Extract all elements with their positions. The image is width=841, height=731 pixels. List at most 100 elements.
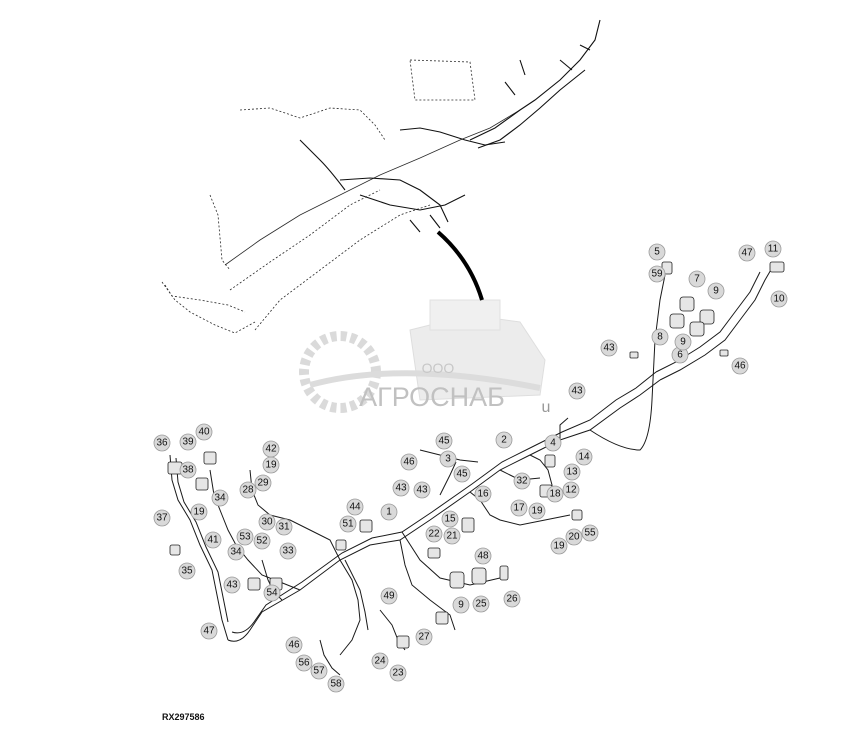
- svg-text:30: 30: [261, 517, 273, 528]
- svg-text:21: 21: [446, 531, 458, 542]
- svg-text:46: 46: [734, 361, 746, 372]
- svg-text:11: 11: [768, 244, 779, 255]
- svg-text:45: 45: [456, 469, 468, 480]
- callout-13: 13: [563, 463, 581, 481]
- callout-19-d: 19: [550, 537, 568, 555]
- figure-reference-code: RX297586: [162, 712, 205, 722]
- svg-text:47: 47: [741, 248, 753, 259]
- callout-5: 5: [648, 243, 666, 261]
- watermark-line2: АГРОСНАБ: [359, 382, 505, 412]
- callout-29: 29: [254, 474, 272, 492]
- svg-text:26: 26: [506, 594, 518, 605]
- svg-text:5: 5: [654, 247, 660, 258]
- svg-text:19: 19: [265, 460, 277, 471]
- callout-42: 42: [262, 440, 280, 458]
- callout-47-b: 47: [200, 622, 218, 640]
- svg-text:15: 15: [444, 514, 456, 525]
- svg-text:47: 47: [203, 626, 215, 637]
- svg-text:3: 3: [445, 454, 451, 465]
- callout-1: 1: [380, 503, 398, 521]
- svg-text:45: 45: [438, 436, 450, 447]
- callout-20: 20: [565, 528, 583, 546]
- callout-7: 7: [688, 270, 706, 288]
- callout-43-a: 43: [600, 339, 618, 357]
- svg-text:25: 25: [475, 599, 487, 610]
- svg-text:31: 31: [278, 522, 290, 533]
- callout-17: 17: [510, 499, 528, 517]
- svg-text:46: 46: [288, 640, 300, 651]
- svg-text:27: 27: [418, 632, 430, 643]
- svg-text:43: 43: [226, 580, 238, 591]
- callout-34-a: 34: [211, 489, 229, 507]
- overview-sketch: [161, 19, 601, 334]
- svg-text:20: 20: [568, 532, 580, 543]
- callout-59: 59: [648, 265, 666, 283]
- svg-text:22: 22: [428, 529, 440, 540]
- watermark-line1: ООО: [422, 360, 455, 376]
- callout-37: 37: [153, 509, 171, 527]
- callout-47-a: 47: [738, 244, 756, 262]
- svg-text:32: 32: [516, 476, 528, 487]
- svg-text:36: 36: [156, 438, 168, 449]
- svg-text:19: 19: [531, 506, 543, 517]
- svg-text:6: 6: [677, 350, 683, 361]
- callout-21: 21: [443, 527, 461, 545]
- svg-text:41: 41: [207, 535, 219, 546]
- callout-41: 41: [204, 531, 222, 549]
- svg-text:34: 34: [230, 547, 242, 558]
- svg-text:54: 54: [266, 588, 278, 599]
- callout-31: 31: [275, 518, 293, 536]
- callout-3: 3: [439, 450, 457, 468]
- callout-11: 11: [764, 240, 782, 258]
- svg-text:49: 49: [383, 591, 395, 602]
- callout-43-c: 43: [392, 479, 410, 497]
- svg-text:4: 4: [550, 438, 556, 449]
- svg-text:43: 43: [416, 485, 428, 496]
- callout-19-c: 19: [528, 502, 546, 520]
- svg-text:43: 43: [571, 386, 583, 397]
- callout-44: 44: [346, 498, 364, 516]
- callout-43-e: 43: [223, 576, 241, 594]
- callout-26: 26: [503, 590, 521, 608]
- callout-32: 32: [513, 472, 531, 490]
- svg-text:57: 57: [313, 666, 325, 677]
- svg-text:17: 17: [513, 503, 525, 514]
- detail-link-curve: [436, 230, 484, 301]
- svg-text:33: 33: [282, 546, 294, 557]
- svg-text:44: 44: [349, 502, 361, 513]
- svg-text:13: 13: [566, 467, 578, 478]
- callout-43-d: 43: [413, 481, 431, 499]
- callout-36: 36: [153, 434, 171, 452]
- svg-text:34: 34: [214, 493, 226, 504]
- callout-53: 53: [236, 528, 254, 546]
- callout-51: 51: [339, 515, 357, 533]
- svg-text:12: 12: [565, 485, 577, 496]
- callout-2: 2: [495, 431, 513, 449]
- callout-24: 24: [371, 652, 389, 670]
- callout-4: 4: [544, 434, 562, 452]
- svg-text:28: 28: [242, 485, 254, 496]
- svg-text:40: 40: [198, 427, 210, 438]
- callout-19-b: 19: [190, 503, 208, 521]
- callout-10: 10: [770, 290, 788, 308]
- callout-40: 40: [195, 423, 213, 441]
- svg-text:24: 24: [374, 656, 386, 667]
- callout-49: 49: [380, 587, 398, 605]
- svg-text:9: 9: [680, 337, 686, 348]
- svg-text:37: 37: [156, 513, 168, 524]
- svg-text:46: 46: [403, 457, 415, 468]
- svg-text:43: 43: [395, 483, 407, 494]
- callout-12: 12: [562, 481, 580, 499]
- callout-9-b: 9: [674, 333, 692, 351]
- svg-text:2: 2: [501, 435, 507, 446]
- svg-text:35: 35: [181, 566, 193, 577]
- svg-text:48: 48: [477, 551, 489, 562]
- callout-16: 16: [474, 485, 492, 503]
- callout-56: 56: [295, 654, 313, 672]
- callout-38: 38: [179, 461, 197, 479]
- callout-9-a: 9: [707, 282, 725, 300]
- callout-58: 58: [327, 675, 345, 693]
- callout-54: 54: [263, 584, 281, 602]
- callouts: 1 2 3 4 5 6 7 8 9 9 9 10 11 12 13 14 15 …: [153, 240, 788, 693]
- callout-30: 30: [258, 513, 276, 531]
